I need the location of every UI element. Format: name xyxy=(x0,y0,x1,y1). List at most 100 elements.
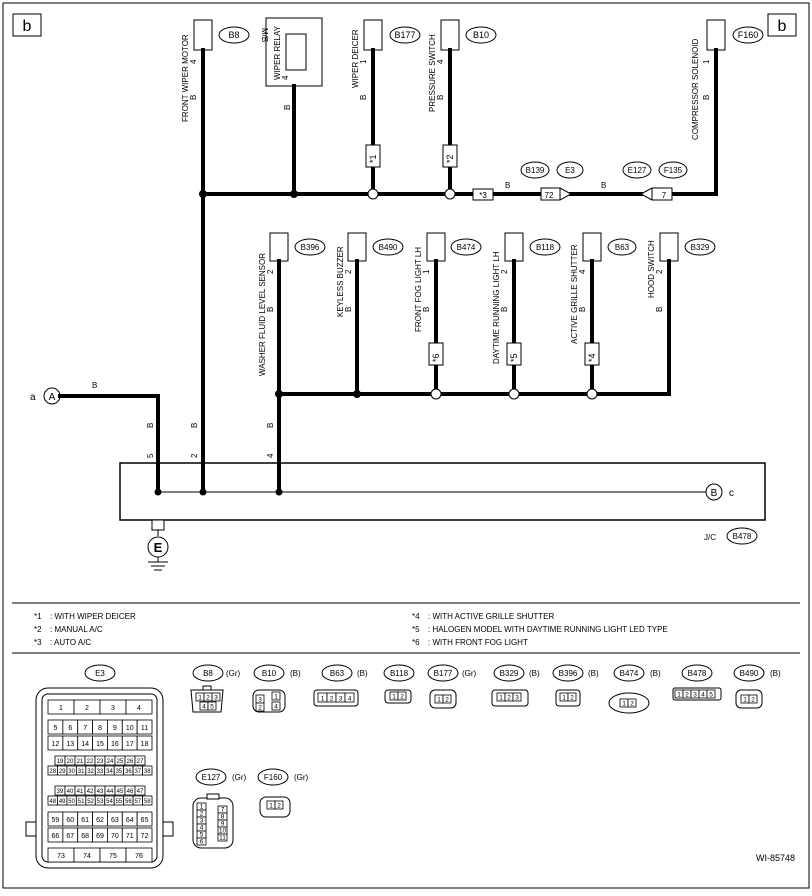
e3-pin-number: 48 xyxy=(49,799,56,805)
e3-pin-number: 10 xyxy=(126,725,134,732)
svg-text:B63: B63 xyxy=(615,243,630,252)
svg-text:E3: E3 xyxy=(95,669,105,678)
svg-text:*1: *1 xyxy=(368,154,378,163)
svg-text:2: 2 xyxy=(500,269,509,274)
svg-text:B474: B474 xyxy=(457,243,476,252)
pin-number: 1 xyxy=(437,697,441,704)
svg-text:B177: B177 xyxy=(434,669,453,678)
svg-text:1: 1 xyxy=(702,59,711,64)
svg-text:5: 5 xyxy=(146,453,155,458)
svg-text:(B): (B) xyxy=(290,669,301,678)
svg-text:*3: *3 xyxy=(479,191,487,200)
svg-text:WASHER FLUID LEVEL SENSOR: WASHER FLUID LEVEL SENSOR xyxy=(258,253,267,376)
e3-pin-number: 13 xyxy=(66,741,74,748)
pin-cell xyxy=(271,701,281,711)
svg-text:HOOD SWITCH: HOOD SWITCH xyxy=(647,240,656,298)
e3-pin-number: 59 xyxy=(52,817,60,824)
e3-pin-number: 12 xyxy=(52,741,60,748)
svg-text:(Gr): (Gr) xyxy=(232,773,247,782)
e3-pin-number: 24 xyxy=(107,759,114,765)
e3-pin-number: 33 xyxy=(97,769,104,775)
svg-text:COMPRESSOR SOLENOID: COMPRESSOR SOLENOID xyxy=(691,38,700,140)
pin-cell xyxy=(397,691,407,701)
svg-text:2: 2 xyxy=(266,269,275,274)
e3-pin-number: 73 xyxy=(57,853,65,860)
svg-text:A: A xyxy=(49,392,56,403)
svg-text:b: b xyxy=(23,18,32,35)
inline-connector-e127-f135: B E127 F135 7 xyxy=(601,161,688,201)
svg-text:B329: B329 xyxy=(691,243,710,252)
pin-number: 2 xyxy=(200,811,204,818)
svg-text:B63: B63 xyxy=(330,669,345,678)
svg-text:E3: E3 xyxy=(565,166,575,175)
pin-number: 7 xyxy=(221,807,225,814)
e3-pin-number: 28 xyxy=(49,769,56,775)
hood-switch: B329 HOOD SWITCH 2 B xyxy=(647,232,716,312)
front-wiper-motor: B8 FRONT WIPER MOTOR 4 B xyxy=(181,19,250,122)
svg-text:B: B xyxy=(146,423,155,428)
pin-number: 1 xyxy=(274,694,278,701)
svg-text:E127: E127 xyxy=(202,773,221,782)
pin-number: 2 xyxy=(206,695,210,702)
pin-number: 4 xyxy=(348,696,352,703)
svg-text:(B): (B) xyxy=(770,669,781,678)
corner-label-left: b xyxy=(12,13,42,37)
svg-text:DAYTIME RUNNING LIGHT LH: DAYTIME RUNNING LIGHT LH xyxy=(492,251,501,364)
svg-text:B139: B139 xyxy=(526,166,545,175)
e3-pin-number: 15 xyxy=(96,741,104,748)
svg-text:B490: B490 xyxy=(740,669,759,678)
pin-number: 1 xyxy=(392,694,396,701)
svg-text:B177: B177 xyxy=(394,30,415,40)
front-fog-light-lh: B474 FRONT FOG LIGHT LH 1 B xyxy=(414,232,482,332)
svg-text:B396: B396 xyxy=(301,243,320,252)
pressure-switch: B10 PRESSURE SWITCH 4 B xyxy=(428,19,497,112)
svg-text:: HALOGEN MODEL WITH DAYTIME R: : HALOGEN MODEL WITH DAYTIME RUNNING LIG… xyxy=(428,625,668,634)
e3-pin-cell xyxy=(134,785,146,796)
e3-pin-number: 60 xyxy=(66,817,74,824)
svg-text:4: 4 xyxy=(281,75,290,80)
e3-pin-cell xyxy=(142,795,153,806)
e3-pin-number: 34 xyxy=(106,769,113,775)
svg-text:B8: B8 xyxy=(203,669,213,678)
e3-pin-number: 46 xyxy=(127,789,134,795)
e3-pin-number: 32 xyxy=(87,769,94,775)
pin-number: 2 xyxy=(630,701,634,708)
e3-pin-number: 6 xyxy=(68,725,72,732)
e3-pin-number: 66 xyxy=(52,833,60,840)
svg-text:*5: *5 xyxy=(412,625,420,634)
pin-number: 1 xyxy=(321,696,325,703)
e3-pin-number: 5 xyxy=(53,725,57,732)
e3-pin-number: 31 xyxy=(78,769,85,775)
svg-text:(B): (B) xyxy=(650,669,661,678)
e3-pin-number: 64 xyxy=(126,817,134,824)
e3-pin-number: 74 xyxy=(83,853,91,860)
svg-text:B: B xyxy=(189,95,198,100)
e3-pin-number: 1 xyxy=(59,705,63,712)
svg-text:B474: B474 xyxy=(620,669,639,678)
pin-number: 1 xyxy=(269,803,273,810)
svg-text:1: 1 xyxy=(359,59,368,64)
e3-pin-number: 50 xyxy=(68,799,75,805)
pin-number: 4 xyxy=(701,692,705,699)
svg-text:E: E xyxy=(154,540,163,555)
pin-cell xyxy=(512,692,522,702)
svg-text:72: 72 xyxy=(545,191,554,200)
svg-text:B: B xyxy=(702,95,711,100)
pin-cell xyxy=(344,692,355,703)
pin-number: 2 xyxy=(751,697,755,704)
pin-number: 8 xyxy=(221,814,225,821)
svg-text:4: 4 xyxy=(436,59,445,64)
ground-input-a: a A B xyxy=(30,381,160,494)
e3-pin-number: 47 xyxy=(137,789,144,795)
e3-pin-number: 71 xyxy=(126,833,134,840)
svg-text:B: B xyxy=(344,307,353,312)
e3-pin-cell xyxy=(136,735,153,751)
pin-cell xyxy=(207,701,217,711)
